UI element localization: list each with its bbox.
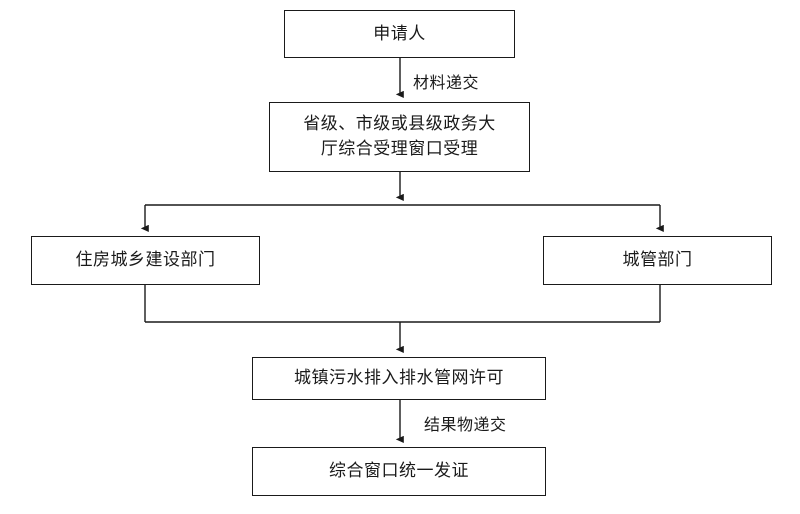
node-housing-dept[interactable]: 住房城乡建设部门 [31,236,260,285]
node-reception-window[interactable]: 省级、市级或县级政务大 厅综合受理窗口受理 [269,102,530,172]
node-permit[interactable]: 城镇污水排入排水管网许可 [252,357,546,400]
node-reception-window-label: 省级、市级或县级政务大 厅综合受理窗口受理 [303,114,496,159]
node-permit-label: 城镇污水排入排水管网许可 [294,368,504,389]
node-applicant[interactable]: 申请人 [284,10,515,58]
node-urban-mgmt-dept-label: 城管部门 [622,250,693,271]
node-issue-certificate-label: 综合窗口统一发证 [329,461,469,482]
node-issue-certificate[interactable]: 综合窗口统一发证 [252,447,546,496]
node-urban-mgmt-dept[interactable]: 城管部门 [543,236,772,285]
edge-label-submit-materials: 材料递交 [413,73,480,92]
edge-label-submit-result: 结果物递交 [424,415,507,434]
node-housing-dept-label: 住房城乡建设部门 [75,250,216,271]
node-applicant-label: 申请人 [373,23,426,44]
